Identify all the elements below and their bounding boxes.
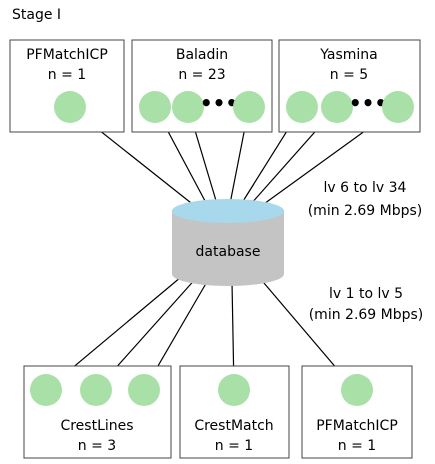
database-body [172, 211, 284, 286]
ellipsis: ••• [200, 91, 238, 115]
upper-link-label-line2: (min 2.69 Mbps) [308, 203, 423, 219]
lower-link-label-line1: lv 1 to lv 5 [329, 286, 403, 302]
top-group-yasmina: Yasmina n = 5 ••• [278, 39, 421, 133]
bottom-group-count: n = 3 [78, 438, 116, 454]
upper-link-label-line1: lv 6 to lv 34 [324, 180, 407, 196]
node [172, 91, 204, 123]
database-top [172, 199, 284, 223]
top-group-baladin: Baladin n = 23 ••• [131, 39, 273, 133]
node [128, 374, 160, 406]
bottom-group-crestmatch: CrestMatch n = 1 [179, 365, 290, 459]
ellipsis: ••• [349, 91, 387, 115]
top-group-name: Baladin [176, 47, 228, 63]
database: database [172, 199, 284, 286]
bottom-group-name: CrestMatch [194, 418, 273, 434]
database-label: database [196, 244, 261, 260]
node [382, 91, 414, 123]
node [321, 91, 353, 123]
bottom-group-pfmatchicp: PFMatchICP n = 1 [301, 365, 413, 459]
node [30, 374, 62, 406]
stage-title: Stage I [12, 7, 61, 23]
node [139, 91, 171, 123]
bottom-group-name: CrestLines [60, 418, 133, 434]
top-group-count: n = 1 [48, 67, 86, 83]
lower-link-label-line2: (min 2.69 Mbps) [309, 307, 424, 323]
node [286, 91, 318, 123]
node [218, 374, 250, 406]
node [80, 374, 112, 406]
top-group-count: n = 5 [330, 67, 368, 83]
top-group-name: PFMatchICP [26, 47, 108, 63]
bottom-group-crestlines: CrestLines n = 3 [23, 365, 172, 459]
top-group-pfmatchicp: PFMatchICP n = 1 [9, 39, 125, 133]
bottom-group-count: n = 1 [338, 438, 376, 454]
node [233, 91, 265, 123]
bottom-group-name: PFMatchICP [316, 418, 398, 434]
node [54, 91, 86, 123]
top-group-count: n = 23 [178, 67, 225, 83]
bottom-group-count: n = 1 [215, 438, 253, 454]
node [341, 374, 373, 406]
top-group-name: Yasmina [319, 47, 377, 63]
